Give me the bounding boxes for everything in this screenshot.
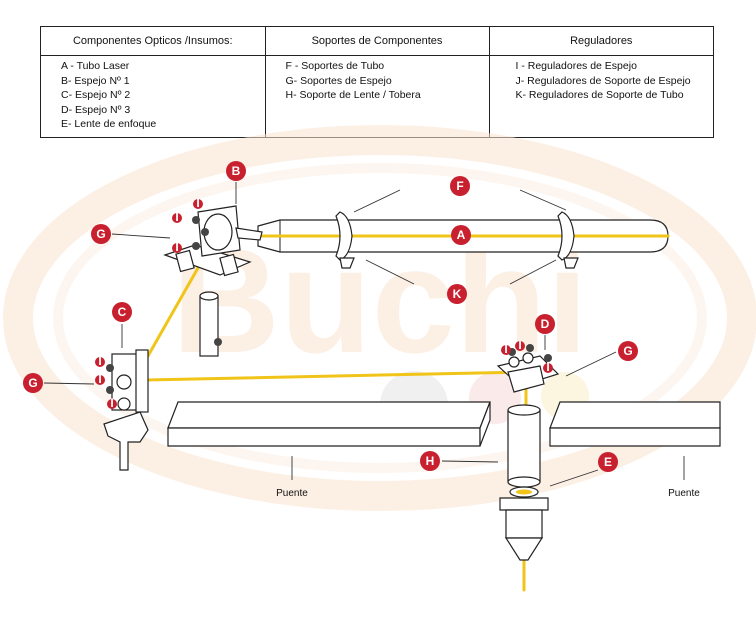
svg-text:G: G [28,376,37,390]
legend-item: F - Soportes de Tubo [285,60,385,72]
label-B-badge: B [226,161,246,181]
label-G-badge-left-top: G [91,224,111,244]
legend-header-optics: Componentes Opticos /Insumos: [41,27,266,56]
legend-item: I - Reguladores de Espejo [515,60,637,72]
svg-text:I: I [98,372,101,386]
legend-item: G- Soportes de Espejo [285,74,392,87]
mirror-1-post [199,291,222,357]
svg-text:B: B [232,164,241,178]
mirror-2-mount [103,349,149,471]
legend-item: B- Espejo Nº 1 [61,74,130,87]
bridge-left-caption: Puente [276,488,308,499]
pointer-lines [43,182,685,487]
svg-text:F: F [456,179,463,193]
legend-item: A - Tubo Laser [61,60,130,72]
svg-text:I: I [110,396,113,410]
legend-column-optics: A - Tubo Laser B- Espejo Nº 1 C- Espejo … [41,55,266,137]
label-D-badge: D [535,314,555,334]
svg-text:D: D [541,317,550,331]
tube-support-right [557,211,579,269]
bridge-left [167,401,491,447]
legend-item: C- Espejo Nº 2 [61,89,131,101]
svg-text:I: I [518,338,521,352]
svg-text:I: I [98,354,101,368]
legend-table: Componentes Opticos /Insumos: Soportes d… [40,26,714,138]
tube-support-left [335,211,355,269]
legend-item: H- Soporte de Lente / Tobera [285,89,421,101]
legend-column-supports: F - Soportes de Tubo G- Soportes de Espe… [265,55,490,137]
watermark: Buchi [3,125,756,511]
label-E-badge: E [598,452,618,472]
label-C-badge: C [112,302,132,322]
label-F-badge: F [450,176,470,196]
legend-item: K- Reguladores de Soporte de Tubo [515,89,684,101]
svg-text:G: G [96,227,105,241]
nozzle [499,497,549,561]
legend-item: J- Reguladores de Soporte de Espejo [515,74,691,87]
label-A-badge: A [451,225,471,245]
label-G-badge-right: G [618,341,638,361]
bridge-right [549,401,721,447]
svg-text:H: H [426,454,435,468]
mirror-1-mount [163,205,263,277]
svg-text:I: I [504,342,507,356]
svg-text:I: I [546,360,549,374]
legend-column-regulators: I - Reguladores de Espejo J- Reguladores… [489,56,713,138]
lens-holder [507,404,541,488]
svg-text:E: E [604,455,612,469]
regulator-markers: I I I I I I I I I [95,196,553,410]
svg-text:G: G [623,344,632,358]
label-G-badge-left-bottom: G [23,373,43,393]
bridge-right-caption: Puente [668,488,700,499]
label-H-badge: H [420,451,440,471]
mirror-3-mount [496,344,560,393]
legend-item: D- Espejo Nº 3 [61,103,131,116]
svg-text:C: C [118,305,127,319]
legend-item: E- Lente de enfoque [61,118,157,130]
legend-header-regulators: Reguladores [489,27,713,56]
focus-lens [509,486,539,498]
svg-text:I: I [196,196,199,210]
legend-header-supports: Soportes de Componentes [265,27,490,56]
svg-text:I: I [175,210,178,224]
svg-text:I: I [175,240,178,254]
label-K-badge: K [447,284,467,304]
svg-text:K: K [453,287,462,301]
svg-text:A: A [457,228,466,242]
